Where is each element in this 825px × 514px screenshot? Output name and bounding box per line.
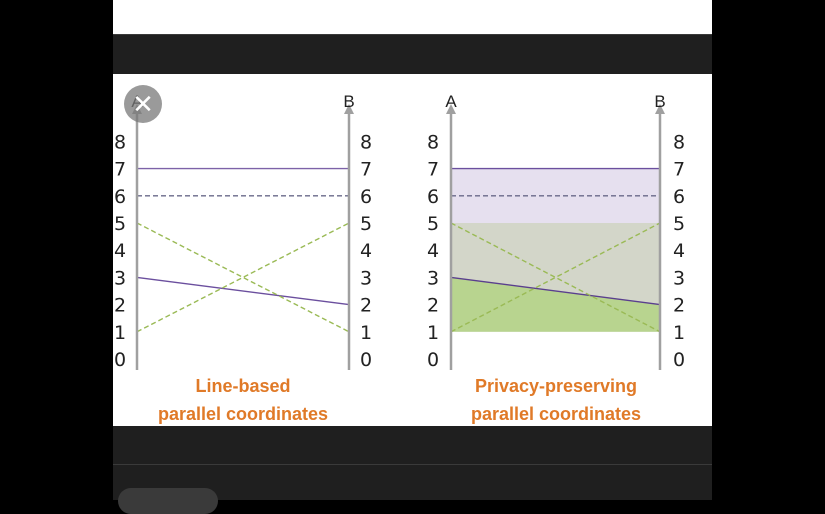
right-polyline-2 (450, 276, 661, 306)
left-tick-b-4: 4 (360, 240, 372, 262)
close-icon: ✕ (132, 89, 154, 119)
left-tick-b-2: 2 (360, 295, 372, 317)
divider (113, 464, 712, 465)
bottom-bar (113, 426, 712, 464)
right-tick-a-5: 5 (427, 213, 439, 235)
right-tick-b-7: 7 (673, 159, 685, 181)
right-caption-line2: parallel coordinates (471, 404, 641, 424)
right-tick-b-0: 0 (673, 349, 685, 371)
right-tick-a-3: 3 (427, 267, 439, 289)
left-caption-line2: parallel coordinates (158, 404, 328, 424)
left-tick-b-5: 5 (360, 213, 372, 235)
right-tick-a-0: 0 (427, 349, 439, 371)
right-caption-line1: Privacy-preserving (475, 376, 637, 396)
right-tick-b-6: 6 (673, 186, 685, 208)
right-tick-a-1: 1 (427, 322, 439, 344)
left-tick-a-7: 7 (114, 159, 126, 181)
left-tick-a-6: 6 (114, 186, 126, 208)
right-tick-b-2: 2 (673, 295, 685, 317)
close-button[interactable]: ✕ (124, 85, 162, 123)
left-tick-b-6: 6 (360, 186, 372, 208)
left-tick-b-7: 7 (360, 159, 372, 181)
right-axis-b-label: B (654, 92, 665, 111)
right-tick-b-1: 1 (673, 322, 685, 344)
left-tick-a-5: 5 (114, 213, 126, 235)
left-tick-b-1: 1 (360, 322, 372, 344)
right-tick-b-3: 3 (673, 267, 685, 289)
right-tick-a-7: 7 (427, 159, 439, 181)
left-tick-a-4: 4 (114, 240, 126, 262)
right-tick-b-4: 4 (673, 240, 685, 262)
right-tick-a-8: 8 (427, 131, 439, 153)
right-axis-b-arrow (655, 104, 665, 114)
bottom-pill-button[interactable] (118, 488, 218, 514)
left-tick-b-8: 8 (360, 131, 372, 153)
left-tick-a-0: 0 (114, 349, 126, 371)
right-tick-a-6: 6 (427, 186, 439, 208)
right-tick-b-5: 5 (673, 213, 685, 235)
right-polyline-3 (450, 222, 661, 333)
top-toolbar (113, 34, 712, 75)
left-caption-line1: Line-based (195, 376, 290, 396)
left-tick-b-3: 3 (360, 267, 372, 289)
right-band-2 (451, 277, 660, 332)
left-tick-a-1: 1 (114, 322, 126, 344)
right-axis-a-arrow (446, 104, 456, 114)
left-tick-a-8: 8 (114, 131, 126, 153)
left-polyline-2 (136, 276, 350, 306)
top-white-strip (113, 0, 712, 34)
right-tick-a-2: 2 (427, 295, 439, 317)
left-tick-a-3: 3 (114, 267, 126, 289)
left-axis-b-label: B (343, 92, 354, 111)
right-tick-b-8: 8 (673, 131, 685, 153)
left-axis-b-arrow (344, 104, 354, 114)
left-tick-b-0: 0 (360, 349, 372, 371)
right-axis-a-label: A (445, 92, 457, 111)
right-polyline-4 (450, 222, 661, 333)
right-tick-a-4: 4 (427, 240, 439, 262)
left-tick-a-2: 2 (114, 295, 126, 317)
